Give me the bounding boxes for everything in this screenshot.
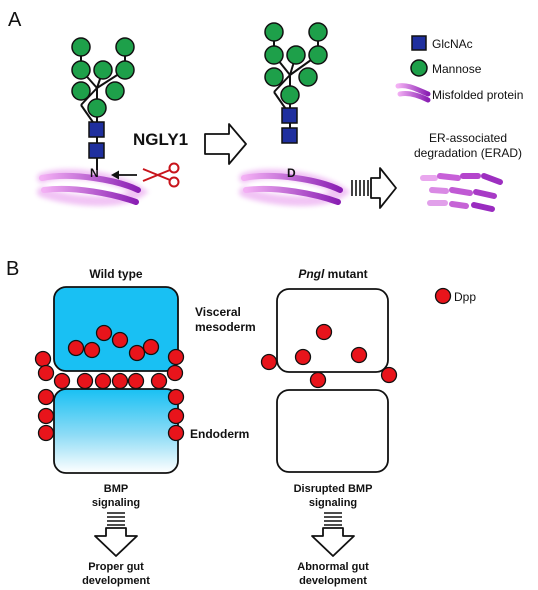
- degraded-protein-fragments: [420, 173, 503, 212]
- mutant-dpp-molecules: [260, 323, 398, 389]
- panel-a-label: A: [8, 9, 22, 31]
- legend-mannose: Mannose: [410, 59, 482, 77]
- dpp-icon: [434, 287, 452, 305]
- arrow-down-icon: [94, 527, 138, 557]
- mutant-endoderm: [276, 389, 389, 473]
- glcnac-icon: [411, 35, 427, 51]
- cleavage-arrow: [111, 170, 137, 180]
- glcnac-pair-after: [281, 107, 298, 144]
- mutant-outcome-line1: Abnormal gut: [297, 561, 369, 573]
- mannose-cluster-before: [71, 37, 135, 118]
- legend-mannose-label: Mannose: [432, 62, 482, 76]
- residue-n-label: N: [90, 166, 99, 180]
- legend-glcnac: GlcNAc: [411, 35, 473, 51]
- legend-dpp: Dpp: [434, 287, 476, 305]
- arrow-right-icon: [204, 123, 247, 165]
- enzyme-label: NGLY1: [133, 130, 188, 149]
- glcnac-pair-before: [88, 121, 105, 159]
- misfolded-protein-before: [37, 168, 149, 207]
- wild-type-title: Wild type: [89, 267, 143, 281]
- mutant-down-arrow: [311, 512, 355, 557]
- legend-dpp-label: Dpp: [454, 290, 476, 304]
- panel-b-label: B: [6, 258, 19, 280]
- mutant-signaling-line1: Disrupted BMP: [294, 483, 373, 495]
- legend-glcnac-label: GlcNAc: [432, 37, 473, 51]
- arrow-down-icon: [311, 527, 355, 557]
- wt-visceral-mesoderm: [53, 286, 179, 372]
- legend-misfolded: Misfolded protein: [395, 83, 523, 103]
- mutant-signaling-line2: signaling: [309, 497, 357, 509]
- visceral-mesoderm-label-line2: mesoderm: [195, 320, 256, 334]
- wt-dpp-molecules: [34, 324, 185, 442]
- arrow-right-icon: [370, 167, 397, 209]
- mannose-icon: [410, 59, 428, 77]
- scissors-icon: [142, 162, 180, 188]
- erad-label-line2: degradation (ERAD): [414, 146, 522, 160]
- wt-down-arrow: [94, 512, 138, 557]
- misfolded-protein-icon: [395, 83, 431, 103]
- wt-outcome-line1: Proper gut: [88, 561, 144, 573]
- wt-endoderm: [53, 388, 179, 474]
- mutant-visceral-mesoderm: [276, 288, 389, 373]
- wt-outcome-line2: development: [82, 575, 150, 587]
- mutant-title: Pngl mutant: [298, 267, 367, 281]
- endoderm-label: Endoderm: [190, 427, 249, 441]
- misfolded-protein-after: [239, 168, 351, 207]
- wt-signaling-line1: BMP: [104, 483, 128, 495]
- mutant-outcome-line2: development: [299, 575, 367, 587]
- erad-arrow: [351, 180, 369, 196]
- legend-misfolded-label: Misfolded protein: [432, 88, 523, 102]
- residue-d-label: D: [287, 166, 296, 180]
- erad-label-line1: ER-associated: [429, 131, 507, 145]
- wt-signaling-line2: signaling: [92, 497, 140, 509]
- visceral-mesoderm-label-line1: Visceral: [195, 305, 241, 319]
- mannose-cluster-after: [264, 22, 328, 105]
